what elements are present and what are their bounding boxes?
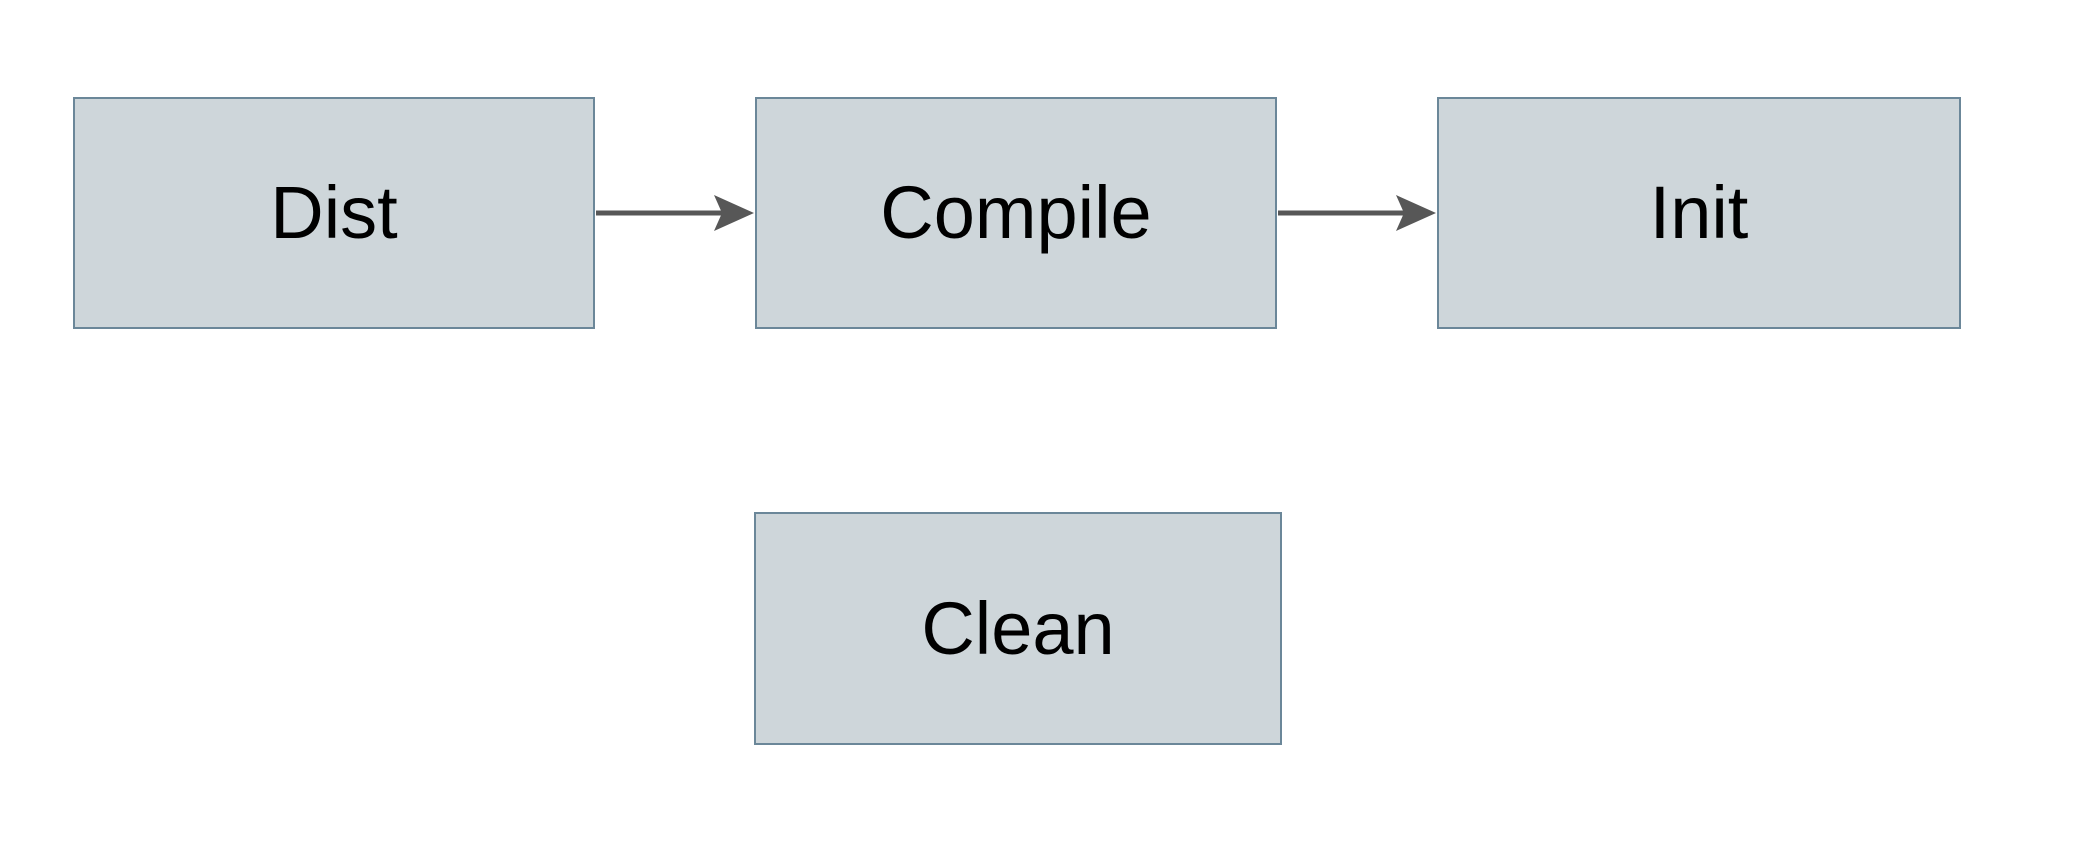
node-label-compile: Compile xyxy=(880,171,1152,254)
node-init[interactable]: Init xyxy=(1437,97,1961,329)
node-label-clean: Clean xyxy=(921,586,1115,670)
node-dist[interactable]: Dist xyxy=(73,97,595,329)
node-label-init: Init xyxy=(1649,171,1749,254)
edge-dist-to-compile[interactable] xyxy=(596,195,754,231)
edge-compile-to-init[interactable] xyxy=(1278,195,1436,231)
node-clean[interactable]: Clean xyxy=(754,512,1282,745)
node-label-dist: Dist xyxy=(270,171,398,254)
arrowhead-dist-to-compile xyxy=(714,195,754,231)
arrowhead-compile-to-init xyxy=(1396,195,1436,231)
node-compile[interactable]: Compile xyxy=(755,97,1277,329)
